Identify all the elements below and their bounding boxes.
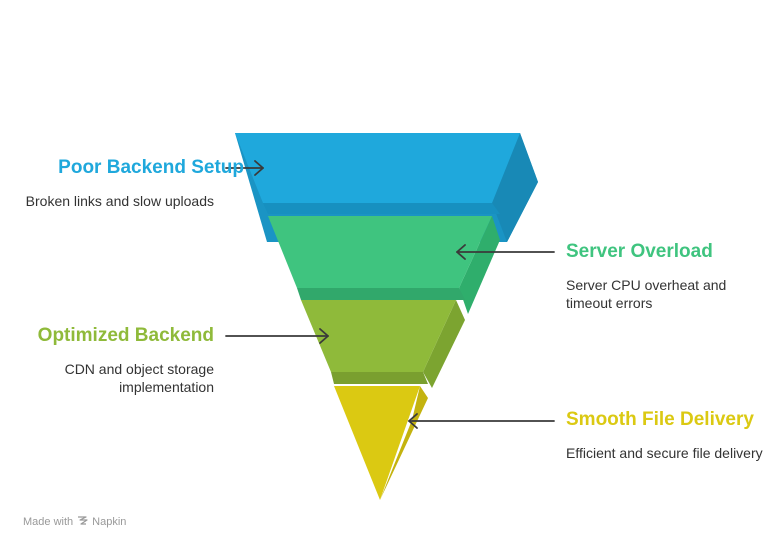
funnel-segment-optimized-backend: [301, 300, 465, 388]
arrow-poor-backend: [225, 160, 264, 176]
made-with-footer: Made with Napkin: [23, 515, 126, 529]
smooth-delivery-title: Smooth File Delivery: [566, 409, 754, 430]
optimized-backend-title: Optimized Backend: [37, 325, 214, 346]
arrow-smooth-delivery: [408, 413, 555, 429]
funnel-segment-server-overload: [268, 216, 500, 314]
footer-text: Made with: [23, 516, 74, 528]
poor-backend-description: Broken links and slow uploads: [25, 193, 214, 209]
arrow-optimized-backend: [225, 328, 329, 344]
funnel-segment-poor-backend: [235, 133, 538, 242]
footer-brand: Napkin: [92, 516, 127, 528]
arrow-server-overload: [456, 244, 555, 260]
server-overload-description: Server CPU overheat and timeout errors: [566, 277, 727, 311]
poor-backend-title: Poor Backend Setup: [58, 157, 244, 178]
napkin-logo-icon: [77, 515, 88, 529]
funnel-segment-smooth-delivery: [334, 386, 428, 500]
smooth-delivery-description: Efficient and secure file delivery: [566, 445, 763, 461]
optimized-backend-description: CDN and object storage implementation: [64, 361, 214, 395]
server-overload-title: Server Overload: [566, 241, 713, 262]
